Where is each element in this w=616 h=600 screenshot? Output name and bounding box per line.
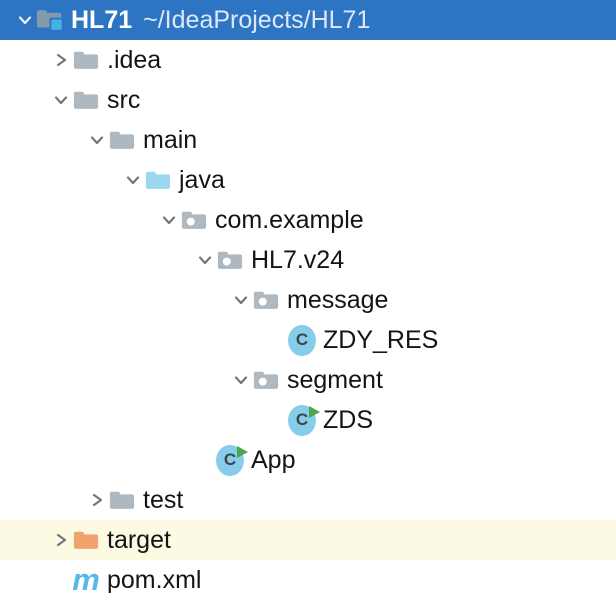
row-label: pom.xml (107, 566, 202, 594)
tree-row-java[interactable]: java (0, 160, 616, 200)
tree-row-hl7-v24[interactable]: HL7.v24 (0, 240, 616, 280)
folder-icon (108, 480, 136, 520)
tree-row-hl71[interactable]: HL71 ~/IdeaProjects/HL71 (0, 0, 616, 40)
row-label: .idea (107, 46, 162, 74)
class-icon (288, 320, 316, 360)
tree-row-test[interactable]: test (0, 480, 616, 520)
row-label: com.example (215, 206, 364, 234)
chevron-down-icon[interactable] (230, 280, 252, 320)
excluded-folder-icon (72, 520, 100, 560)
folder-icon (72, 40, 100, 80)
tree-row-zds[interactable]: ZDS (0, 400, 616, 440)
chevron-down-icon[interactable] (50, 80, 72, 120)
row-label: main (143, 126, 198, 154)
project-path: ~/IdeaProjects/HL71 (143, 6, 371, 34)
tree-row-idea[interactable]: .idea (0, 40, 616, 80)
row-label: ZDY_RES (323, 326, 439, 354)
row-label: test (143, 486, 184, 514)
chevron-spacer (50, 560, 72, 600)
row-label: ZDS (323, 406, 373, 434)
package-icon (252, 360, 280, 400)
chevron-right-icon[interactable] (50, 40, 72, 80)
tree-row-com-example[interactable]: com.example (0, 200, 616, 240)
row-label: src (107, 86, 141, 114)
folder-icon (72, 80, 100, 120)
run-badge-icon (237, 445, 248, 458)
chevron-down-icon[interactable] (158, 200, 180, 240)
row-label: segment (287, 366, 383, 394)
run-badge-icon (309, 405, 320, 418)
tree-row-segment[interactable]: segment (0, 360, 616, 400)
chevron-down-icon[interactable] (230, 360, 252, 400)
chevron-down-icon[interactable] (194, 240, 216, 280)
tree-row-message[interactable]: message (0, 280, 616, 320)
package-icon (180, 200, 208, 240)
chevron-spacer (266, 320, 288, 360)
tree-row-zdy-res[interactable]: ZDY_RES (0, 320, 616, 360)
maven-icon (72, 560, 100, 600)
chevron-spacer (266, 400, 288, 440)
chevron-spacer (194, 440, 216, 480)
chevron-right-icon[interactable] (86, 480, 108, 520)
sources-root-icon (144, 160, 172, 200)
row-label: App (251, 446, 296, 474)
class-icon (216, 440, 248, 480)
tree-row-app[interactable]: App (0, 440, 616, 480)
tree-row-target[interactable]: target (0, 520, 616, 560)
class-icon (288, 400, 320, 440)
package-icon (216, 240, 244, 280)
chevron-down-icon[interactable] (122, 160, 144, 200)
row-label: java (179, 166, 225, 194)
row-label: message (287, 286, 389, 314)
chevron-right-icon[interactable] (50, 520, 72, 560)
chevron-down-icon[interactable] (86, 120, 108, 160)
chevron-down-icon[interactable] (14, 0, 36, 40)
project-folder-icon (36, 0, 64, 40)
project-name: HL71 (71, 6, 133, 34)
tree-row-pom-xml[interactable]: pom.xml (0, 560, 616, 600)
tree-row-main[interactable]: main (0, 120, 616, 160)
tree-row-src[interactable]: src (0, 80, 616, 120)
folder-icon (108, 120, 136, 160)
row-label: target (107, 526, 171, 554)
package-icon (252, 280, 280, 320)
row-label: HL7.v24 (251, 246, 345, 274)
